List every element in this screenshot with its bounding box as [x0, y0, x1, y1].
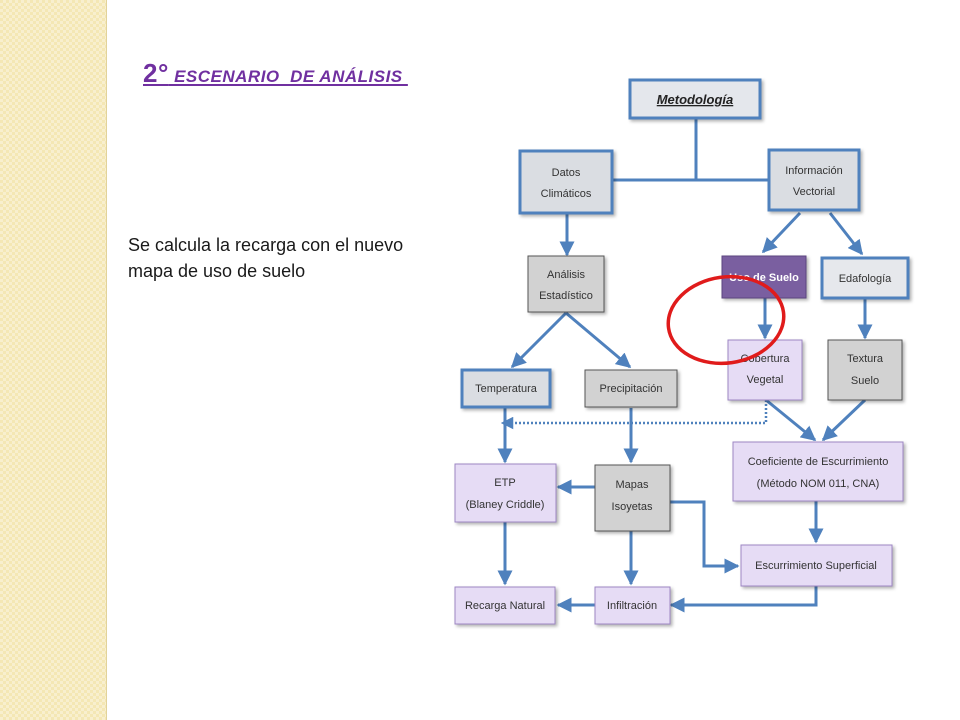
node-mapas-isoyetas-line-2: Isoyetas [612, 501, 653, 513]
node-analisis-estadistico-line-1: Análisis [547, 269, 585, 281]
node-cobertura-vegetal-line-2: Vegetal [747, 374, 784, 386]
node-etp-line-1: ETP [494, 477, 515, 489]
node-edafologia-label: Edafología [839, 273, 892, 285]
slide-title-text: ESCENARIO DE ANÁLISIS [168, 67, 408, 86]
node-temperatura: Temperatura [460, 368, 552, 409]
node-escurrimiento-superficial: Escurrimiento Superficial [740, 544, 893, 587]
node-textura-suelo-line-2: Suelo [851, 375, 879, 387]
decorative-side-strip [0, 0, 107, 720]
node-textura-suelo-line-1: Textura [847, 353, 884, 365]
node-coeficiente-escurrimiento: Coeficiente de Escurrimiento (Método NOM… [732, 441, 904, 502]
connector-info-uso [761, 211, 802, 254]
node-etp: ETP (Blaney Criddle) [454, 463, 557, 523]
node-coeficiente-line-1: Coeficiente de Escurrimiento [748, 456, 889, 468]
node-precipitacion: Precipitación [584, 369, 678, 408]
node-infiltracion-label: Infiltración [607, 600, 657, 612]
highlight-circle [666, 274, 786, 366]
node-textura-suelo: Textura Suelo [827, 339, 903, 401]
connector-info-edafologia [828, 212, 864, 256]
body-text-line-2: mapa de uso de suelo [128, 261, 306, 281]
node-metodologia: Metodología [628, 78, 762, 120]
node-uso-de-suelo-label: Uso de Suelo [729, 272, 799, 284]
node-recarga-natural: Recarga Natural [454, 586, 556, 625]
methodology-flowchart: Metodología Datos Climáticos Información… [454, 78, 910, 625]
connector-escurrimiento-infiltracion [669, 586, 818, 613]
node-edafologia: Edafología [820, 256, 910, 300]
node-coeficiente-line-2: (Método NOM 011, CNA) [757, 478, 880, 490]
node-escurrimiento-label: Escurrimiento Superficial [755, 560, 877, 572]
node-informacion-vectorial-line-1: Información [785, 165, 842, 177]
node-metodologia-label: Metodología [657, 92, 734, 107]
slide-body-text: Se calcula la recarga con el nuevo mapa … [128, 232, 468, 284]
node-datos-climaticos-line-1: Datos [552, 167, 581, 179]
slide-title-number: 2° [143, 58, 169, 88]
node-infiltracion: Infiltración [594, 586, 671, 625]
node-temperatura-label: Temperatura [475, 383, 538, 395]
connector-analisis-precipitacion [565, 311, 632, 369]
node-datos-climaticos-line-2: Climáticos [541, 188, 592, 200]
slide-title: 2° ESCENARIO DE ANÁLISIS [143, 58, 408, 89]
connector-mapas-escurrimiento [670, 500, 740, 574]
node-informacion-vectorial-line-2: Vectorial [793, 186, 835, 198]
node-etp-line-2: (Blaney Criddle) [466, 499, 545, 511]
node-informacion-vectorial: Información Vectorial [767, 148, 861, 212]
connector-cobertura-coeficiente [765, 398, 817, 442]
connector-analisis-temperatura [510, 311, 568, 369]
body-text-line-1: Se calcula la recarga con el nuevo [128, 235, 404, 255]
node-recarga-natural-label: Recarga Natural [465, 600, 545, 612]
connector-textura-coeficiente [821, 398, 867, 442]
node-analisis-estadistico: Análisis Estadístico [527, 255, 605, 313]
node-mapas-isoyetas: Mapas Isoyetas [594, 464, 671, 532]
node-analisis-estadistico-line-2: Estadístico [539, 290, 593, 302]
node-datos-climaticos: Datos Climáticos [518, 149, 614, 215]
node-precipitacion-label: Precipitación [600, 383, 663, 395]
node-mapas-isoyetas-line-1: Mapas [615, 479, 649, 491]
